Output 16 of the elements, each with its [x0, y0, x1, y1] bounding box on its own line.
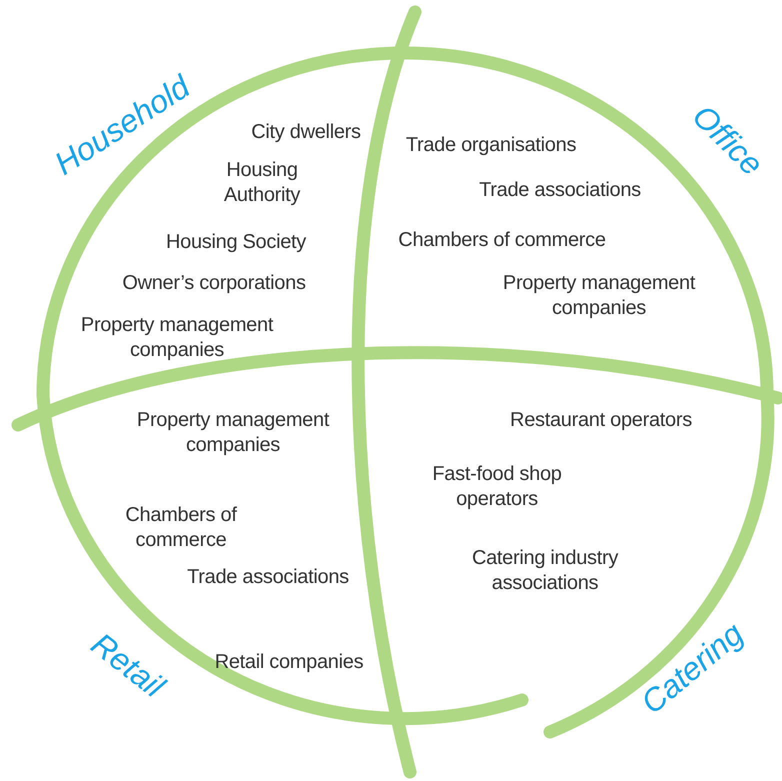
group-label: City dwellers [250, 120, 362, 145]
group-label: Housing Authority [222, 158, 302, 208]
group-label: Catering industry associations [470, 546, 620, 596]
group-label: Trade associations [478, 178, 642, 203]
group-label: Housing Society [164, 230, 308, 255]
group-label: Restaurant operators [509, 408, 693, 433]
group-label: Property management companies [80, 313, 274, 363]
group-label: Fast-food shop operators [431, 462, 563, 512]
group-label: Owner’s corporations [121, 271, 307, 296]
group-label: Trade organisations [404, 133, 578, 158]
group-label: Retail companies [214, 650, 364, 675]
group-label: Chambers of commerce [124, 503, 238, 553]
group-label: Property management companies [502, 271, 696, 321]
group-label: Property management companies [136, 408, 330, 458]
group-label: Trade associations [186, 565, 350, 590]
group-label: Chambers of commerce [397, 228, 607, 253]
